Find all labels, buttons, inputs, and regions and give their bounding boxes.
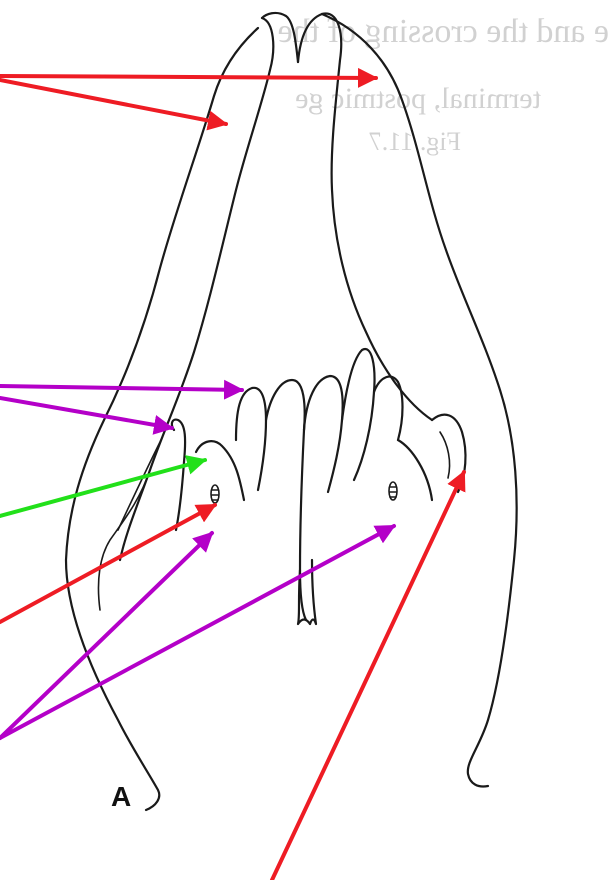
- arrow-green-notch: [0, 460, 205, 516]
- arrow-purple-process-3: [0, 386, 242, 390]
- right-arm-inner-outline: [298, 14, 432, 420]
- panel-label: A: [111, 781, 131, 812]
- process-6-outline: [342, 349, 375, 480]
- arrow-purple-right-eye: [0, 526, 394, 738]
- process-3-outline: [236, 388, 266, 490]
- arrow-red-top-right: [0, 76, 376, 78]
- right-eye-detail: [390, 487, 396, 497]
- process-2-outline: [196, 441, 244, 500]
- left-eye-detail: [212, 490, 218, 500]
- annotation-arrows: [0, 76, 464, 880]
- arrow-purple-process-1: [0, 398, 172, 428]
- background-text-line-1: e and the crossing of the: [278, 13, 609, 50]
- process-1-outline: [172, 420, 185, 530]
- right-lobe-inner-outline: [440, 432, 450, 478]
- left-arm-outer-outline: [66, 28, 258, 810]
- arrow-red-top-left: [0, 80, 226, 124]
- background-bleed-text: e and the crossing of the terminal, post…: [278, 13, 609, 156]
- process-5-outline: [304, 376, 343, 492]
- background-text-line-2: terminal, postmic ge: [295, 82, 541, 115]
